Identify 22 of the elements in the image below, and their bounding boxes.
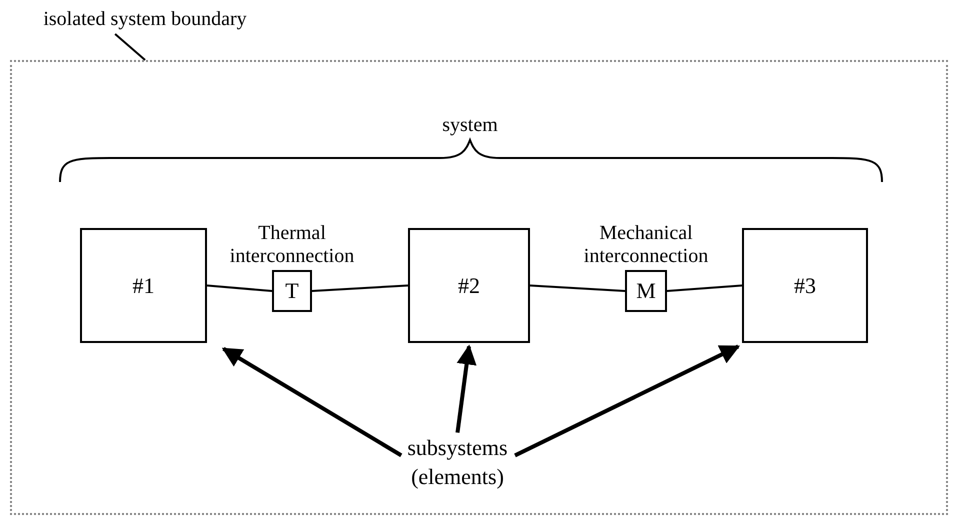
box-label: #3 <box>794 272 816 298</box>
connector-line <box>312 284 408 292</box>
arrow <box>222 347 402 458</box>
connector-line <box>530 284 626 292</box>
subsystem-box <box>408 228 530 343</box>
caption-text: subsystems (elements) <box>406 434 509 491</box>
interconnection-label: Mechanical interconnection <box>582 222 710 268</box>
box-label: #1 <box>132 272 154 298</box>
leader-line <box>114 33 146 61</box>
system-label: system <box>441 112 499 138</box>
interconnection-label: Thermal interconnection <box>228 222 356 268</box>
system-boundary <box>10 60 948 515</box>
connector-line <box>666 284 742 292</box>
caption-text: isolated system boundary <box>43 7 247 32</box>
arrow <box>456 344 477 433</box>
subsystem-box <box>80 228 207 343</box>
box-label: T <box>285 278 299 304</box>
subsystem-box <box>742 228 868 343</box>
box-label: M <box>636 278 656 304</box>
arrow <box>514 344 740 458</box>
box-label: #2 <box>458 272 480 298</box>
connector-line <box>206 284 272 292</box>
